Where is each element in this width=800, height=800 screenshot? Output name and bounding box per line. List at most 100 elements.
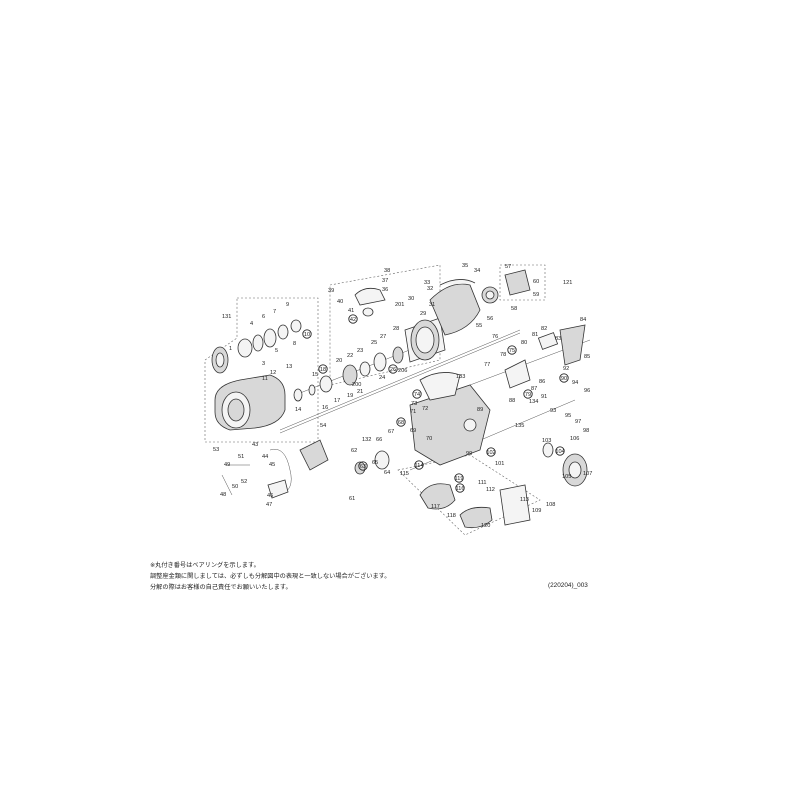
part-label-64: 64: [384, 470, 390, 476]
part-label-49: 49: [224, 462, 230, 468]
part-label-103: 103: [542, 438, 551, 444]
part-label-19: 19: [347, 393, 353, 399]
part-label-57: 57: [505, 264, 511, 270]
part-label-77: 77: [484, 362, 490, 368]
bearing-74: 74: [412, 389, 422, 399]
part-label-65: 65: [372, 460, 378, 466]
bearing-119: 119: [454, 473, 464, 483]
part-label-38: 38: [384, 268, 390, 274]
part-label-16: 16: [322, 405, 328, 411]
part-label-94: 94: [572, 380, 578, 386]
svg-text:90: 90: [561, 376, 567, 382]
svg-text:68: 68: [398, 420, 404, 426]
part-label-133: 133: [456, 374, 465, 380]
part-label-13: 13: [286, 364, 292, 370]
part-label-120: 120: [481, 523, 490, 529]
part-label-135: 135: [515, 423, 524, 429]
part-label-85: 85: [584, 354, 590, 360]
part-label-115: 115: [400, 471, 409, 477]
part-label-27: 27: [380, 334, 386, 340]
part-label-105: 105: [562, 474, 571, 480]
bearing-63: 63: [358, 461, 368, 471]
part-label-52: 52: [241, 479, 247, 485]
part-label-98: 98: [583, 428, 589, 434]
note-disassembly: 分解の際はお客様の自己責任でお願いいたします。: [150, 584, 292, 591]
part-label-107: 107: [583, 471, 592, 477]
part-label-131: 131: [222, 314, 231, 320]
part-label-201: 201: [395, 302, 404, 308]
bearing-116: 116: [455, 483, 465, 493]
part-label-28: 28: [393, 326, 399, 332]
spool-parts: [211, 319, 302, 431]
part-label-34: 34: [474, 268, 480, 274]
part-label-39: 39: [328, 288, 334, 294]
part-label-44: 44: [262, 454, 268, 460]
bearing-68: 68: [396, 417, 406, 427]
part-label-48: 48: [220, 492, 226, 498]
rotor-group-box: [329, 264, 441, 386]
part-label-20: 20: [336, 358, 342, 364]
part-label-61: 61: [349, 496, 355, 502]
part-label-72: 72: [422, 406, 428, 412]
part-label-40: 40: [337, 299, 343, 305]
part-label-37: 37: [382, 278, 388, 284]
part-label-25: 25: [371, 340, 377, 346]
svg-text:104: 104: [555, 449, 564, 455]
part-label-47: 47: [266, 502, 272, 508]
part-label-91: 91: [541, 394, 547, 400]
svg-text:114: 114: [415, 463, 424, 469]
bearing-markers: 10 18 26 42 63 68 74 75 79 90 102 104 11…: [302, 314, 569, 493]
part-label-117: 117: [431, 504, 440, 510]
part-label-31: 31: [429, 302, 435, 308]
part-label-92: 92: [563, 366, 569, 372]
part-label-134: 134: [529, 399, 538, 405]
part-label-111: 111: [478, 480, 487, 486]
part-label-88: 88: [509, 398, 515, 404]
part-label-14: 14: [295, 407, 301, 413]
part-label-54: 54: [320, 423, 326, 429]
part-label-50: 50: [232, 484, 238, 490]
part-label-23: 23: [357, 348, 363, 354]
part-label-81: 81: [532, 332, 538, 338]
bearing-90: 90: [559, 373, 569, 383]
document-code: (220204)_003: [548, 582, 588, 589]
part-label-35: 35: [462, 263, 468, 269]
part-label-59: 59: [533, 292, 539, 298]
bearing-114: 114: [414, 460, 424, 470]
part-label-78: 78: [500, 352, 506, 358]
part-label-108: 108: [546, 502, 555, 508]
part-label-70: 70: [426, 436, 432, 442]
part-label-121: 121: [563, 280, 572, 286]
part-label-80: 80: [521, 340, 527, 346]
part-label-43: 43: [252, 442, 258, 448]
svg-text:116: 116: [456, 486, 465, 492]
part-label-32: 32: [427, 286, 433, 292]
part-label-45: 45: [269, 462, 275, 468]
part-label-11: 11: [262, 376, 268, 382]
bearing-10: 10: [302, 329, 312, 339]
part-label-109: 109: [532, 508, 541, 514]
part-label-66: 66: [376, 437, 382, 443]
accessory-parts: [221, 439, 329, 499]
bearing-18: 18: [318, 364, 328, 374]
part-label-3: 3: [262, 361, 265, 367]
svg-text:26: 26: [390, 367, 396, 373]
part-label-30: 30: [408, 296, 414, 302]
spool-group-box: [204, 297, 319, 443]
part-label-15: 15: [312, 372, 318, 378]
part-label-206: 206: [398, 368, 407, 374]
svg-text:63: 63: [360, 464, 366, 470]
part-label-58: 58: [511, 306, 517, 312]
center-parts: [293, 317, 446, 402]
part-label-29: 29: [420, 311, 426, 317]
part-label-97: 97: [575, 419, 581, 425]
part-label-6: 6: [262, 314, 265, 320]
part-label-24: 24: [379, 375, 385, 381]
bearing-79: 79: [523, 389, 533, 399]
bearing-42: 42: [348, 314, 358, 324]
note-bearing: ※丸付き番号はベアリングを示します。: [150, 562, 260, 569]
bearing-26: 26: [388, 364, 398, 374]
part-label-60: 60: [533, 279, 539, 285]
part-label-36: 36: [382, 287, 388, 293]
